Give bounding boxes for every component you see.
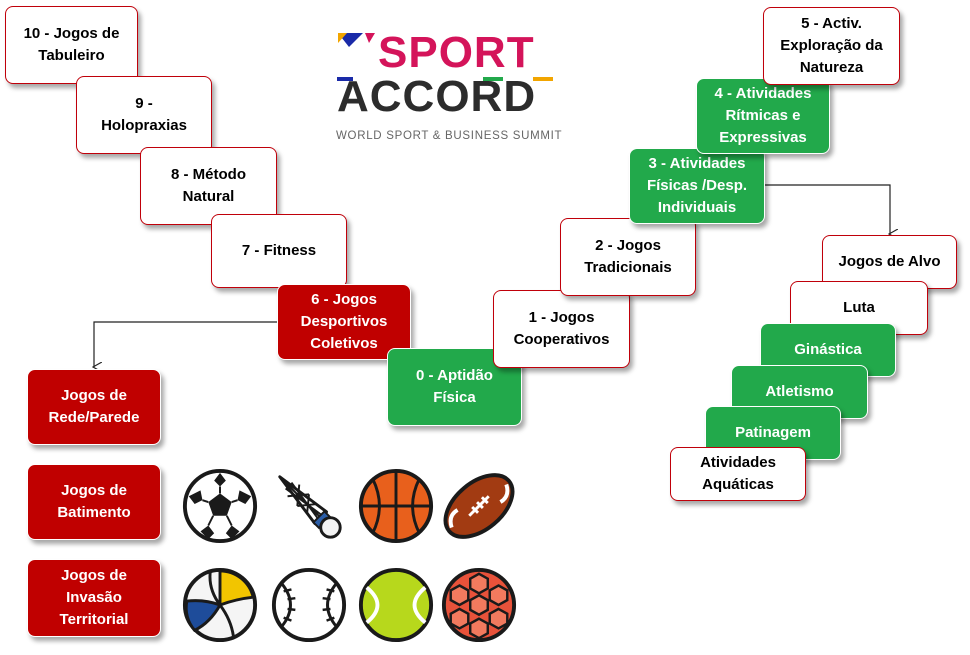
step-label: 2 - Jogos Tradicionais — [584, 237, 672, 276]
step-label: 3 - Atividades Físicas /Desp. Individuai… — [646, 155, 748, 216]
soccer-ball-icon — [182, 468, 258, 544]
logo-line1: SPORT — [378, 28, 535, 77]
sport-label: Patinagem — [735, 424, 811, 441]
arrow-individual-sports — [764, 184, 890, 234]
category-net-wall-games: Jogos de Rede/Parede — [27, 369, 161, 445]
sport-label: Jogos de Alvo — [838, 253, 941, 270]
sport-label: Luta — [843, 299, 875, 316]
sport-label: Atividades Aquáticas — [700, 454, 776, 493]
tennis-ball-icon — [358, 567, 434, 643]
step-label: 0 - Aptidão Física — [416, 367, 493, 406]
baseball-icon — [271, 567, 347, 643]
step-9-holopraxias: 9 - Holopraxias — [76, 76, 212, 154]
volleyball-icon — [182, 567, 258, 643]
step-4-rhythmic-activities: 4 - Atividades Rítmicas e Expressivas — [696, 78, 830, 154]
step-6-team-sports: 6 - Jogos Desportivos Coletivos — [277, 284, 411, 360]
step-label: 8 - Método Natural — [171, 166, 246, 205]
american-football-icon — [443, 473, 515, 539]
category-label: Jogos de Rede/Parede — [48, 387, 140, 426]
sport-label: Ginástica — [794, 341, 862, 358]
step-2-traditional-games: 2 - Jogos Tradicionais — [560, 218, 696, 296]
step-8-natural-method: 8 - Método Natural — [140, 147, 277, 225]
basketball-icon — [358, 468, 434, 544]
shuttlecock-icon — [278, 475, 342, 539]
logo-line2: ACCORD — [337, 72, 536, 121]
step-3-individual-activities: 3 - Atividades Físicas /Desp. Individuai… — [629, 148, 765, 224]
category-label: Jogos de Invasão Territorial — [59, 567, 129, 628]
step-label: 5 - Activ. Exploração da Natureza — [780, 15, 883, 76]
logo-tagline: WORLD SPORT & BUSINESS SUMMIT — [336, 130, 562, 142]
step-label: 10 - Jogos de Tabuleiro — [23, 25, 120, 64]
handball-icon — [441, 567, 517, 643]
step-7-fitness: 7 - Fitness — [211, 214, 347, 288]
step-label: 1 - Jogos Cooperativos — [513, 309, 610, 348]
category-striking-games: Jogos de Batimento — [27, 464, 161, 540]
step-label: 7 - Fitness — [241, 242, 317, 259]
individual-aquatic-activities: Atividades Aquáticas — [670, 447, 806, 501]
sport-label: Atletismo — [765, 383, 834, 400]
step-5-nature-exploration: 5 - Activ. Exploração da Natureza — [763, 7, 900, 85]
individual-target-games: Jogos de Alvo — [822, 235, 957, 289]
step-label: 6 - Jogos Desportivos Coletivos — [300, 291, 388, 352]
step-label: 9 - Holopraxias — [101, 95, 187, 134]
step-label: 4 - Atividades Rítmicas e Expressivas — [714, 85, 812, 146]
step-10-board-games: 10 - Jogos de Tabuleiro — [5, 6, 138, 84]
category-invasion-games: Jogos de Invasão Territorial — [27, 559, 161, 637]
step-1-cooperative-games: 1 - Jogos Cooperativos — [493, 290, 630, 368]
sportaccord-logo: SPORT ACCORD WORLD SPORT & BUSINESS SUMM… — [336, 28, 562, 142]
category-label: Jogos de Batimento — [57, 482, 131, 521]
arrow-team-sports — [94, 321, 277, 367]
